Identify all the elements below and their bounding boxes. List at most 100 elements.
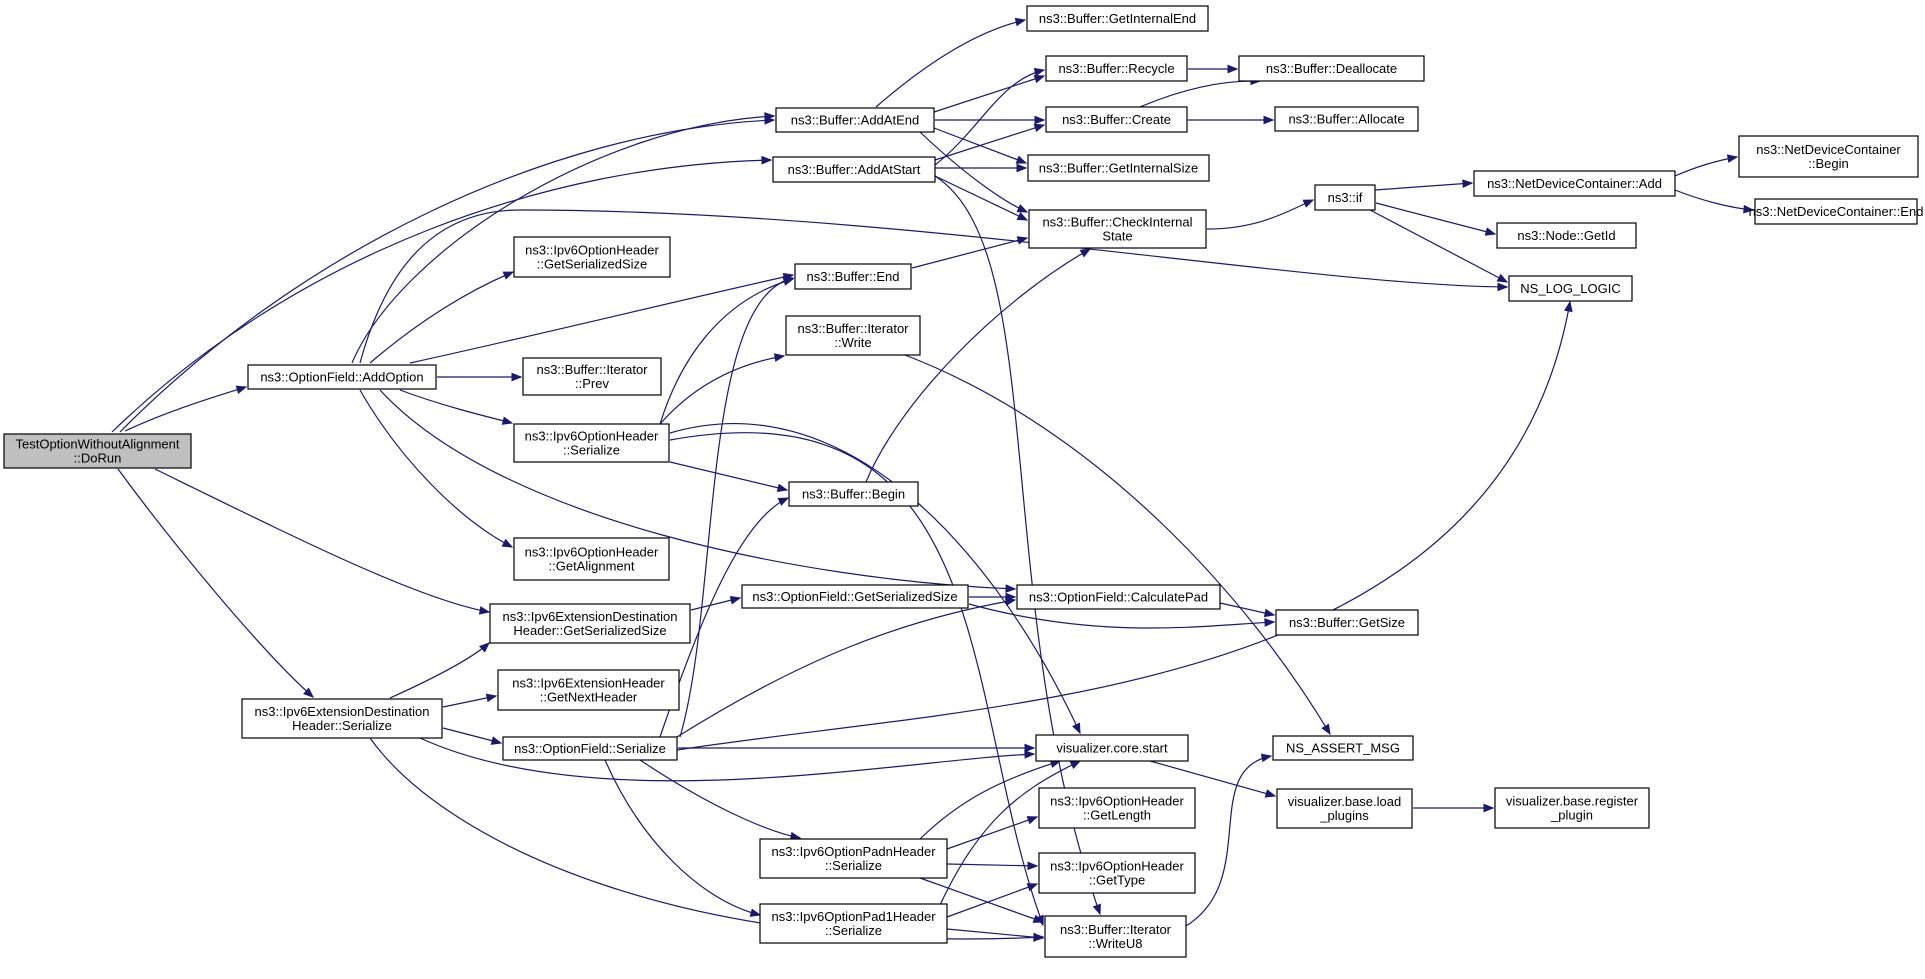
edge-arrowhead — [1079, 248, 1092, 258]
edge-line — [442, 727, 502, 744]
function-node-destSerialize[interactable]: ns3::Ipv6ExtensionDestinationHeader::Ser… — [241, 698, 443, 739]
function-node-logLogic[interactable]: NS_LOG_LOGIC — [1508, 275, 1633, 302]
node-label: ::Write — [834, 335, 871, 350]
edge-arrowhead — [511, 372, 523, 382]
edge-arrowhead — [1014, 17, 1027, 27]
edge-arrowhead — [303, 687, 315, 698]
function-node-ndcBegin[interactable]: ns3::NetDeviceContainer::Begin — [1738, 135, 1919, 178]
node-label: ::Serialize — [825, 858, 882, 873]
node-box — [1738, 135, 1919, 178]
function-node-optGetType[interactable]: ns3::Ipv6OptionHeader::GetType — [1038, 852, 1196, 894]
function-node-nsIf[interactable]: ns3::if — [1314, 184, 1376, 211]
function-node-addOption[interactable]: ns3::OptionField::AddOption — [247, 364, 437, 390]
node-box — [522, 357, 662, 396]
call-edge — [968, 603, 1276, 629]
function-node-optGetLength[interactable]: ns3::Ipv6OptionHeader::GetLength — [1038, 787, 1196, 829]
node-box — [1045, 106, 1188, 133]
call-edge — [419, 737, 1036, 782]
node-label: ns3::Ipv6ExtensionDestination — [503, 609, 678, 624]
function-node-alloc[interactable]: ns3::Buffer::Allocate — [1274, 106, 1419, 132]
edge-line — [1206, 199, 1314, 230]
node-label: visualizer.core.start — [1056, 741, 1168, 756]
function-node-bufGetSize[interactable]: ns3::Buffer::GetSize — [1275, 609, 1419, 636]
node-label: ns3::OptionField::Serialize — [514, 741, 666, 756]
node-label: ns3::Ipv6OptionHeader — [1050, 859, 1184, 874]
edge-arrowhead — [1496, 273, 1509, 283]
function-node-vcStart[interactable]: visualizer.core.start — [1035, 734, 1189, 762]
edge-arrowhead — [1726, 154, 1739, 163]
function-node-getInternalSize[interactable]: ns3::Buffer::GetInternalSize — [1027, 154, 1210, 182]
function-node-optGetSize[interactable]: ns3::Ipv6OptionHeader::GetSerializedSize — [513, 236, 671, 278]
node-label: ::GetType — [1089, 873, 1145, 888]
function-node-writeU8[interactable]: ns3::Buffer::Iterator::WriteU8 — [1044, 915, 1187, 958]
node-label: ns3::Buffer::Iterator — [536, 362, 648, 377]
call-edge — [1674, 189, 1755, 214]
call-edge — [359, 209, 1509, 364]
edge-line — [919, 131, 1028, 213]
node-label: ns3::Buffer::Allocate — [1288, 112, 1404, 127]
function-node-getInternalEnd[interactable]: ns3::Buffer::GetInternalEnd — [1026, 5, 1209, 32]
edge-line — [1374, 182, 1473, 191]
edge-line — [934, 175, 1101, 915]
call-edge — [639, 759, 802, 841]
function-node-registerPlugin[interactable]: visualizer.base.register_plugin — [1494, 787, 1650, 829]
call-edge — [442, 727, 503, 745]
edge-line — [119, 119, 775, 433]
call-edge — [919, 131, 1029, 213]
edge-line — [919, 877, 1044, 923]
call-edge — [911, 236, 1029, 269]
edge-arrowhead — [1034, 115, 1046, 125]
function-node-assertMsg[interactable]: NS_ASSERT_MSG — [1272, 735, 1414, 761]
function-node-create[interactable]: ns3::Buffer::Create — [1045, 106, 1188, 133]
edge-line — [669, 461, 788, 491]
function-node-pad1Serialize[interactable]: ns3::Ipv6OptionPad1Header::Serialize — [759, 903, 948, 944]
function-node-ndcAdd[interactable]: ns3::NetDeviceContainer::Add — [1473, 170, 1676, 197]
function-node-loadPlugins[interactable]: visualizer.base.load_plugins — [1276, 788, 1413, 829]
node-box — [1035, 734, 1189, 762]
function-node-calcPad[interactable]: ns3::OptionField::CalculatePad — [1016, 584, 1221, 610]
function-node-destGetSize[interactable]: ns3::Ipv6ExtensionDestinationHeader::Get… — [489, 603, 691, 644]
function-node-root[interactable]: TestOptionWithoutAlignment::DoRun — [3, 433, 192, 469]
function-node-dealloc[interactable]: ns3::Buffer::Deallocate — [1238, 55, 1425, 82]
call-edge — [399, 389, 514, 425]
edge-line — [351, 115, 775, 364]
node-box — [785, 315, 921, 356]
node-label: _plugins — [1319, 808, 1369, 823]
node-label: ns3::Buffer::End — [807, 269, 900, 284]
edge-arrowhead — [478, 606, 491, 615]
edge-line — [1139, 80, 1261, 108]
function-node-bufEnd[interactable]: ns3::Buffer::End — [794, 263, 912, 290]
node-label: ns3::if — [1328, 190, 1363, 205]
node-box — [1027, 154, 1210, 182]
function-node-iterPrev[interactable]: ns3::Buffer::Iterator::Prev — [522, 357, 662, 396]
function-node-ofSerialize[interactable]: ns3::OptionField::Serialize — [502, 736, 678, 761]
node-box — [513, 537, 670, 581]
call-edge — [669, 422, 1081, 735]
function-node-extGetNext[interactable]: ns3::Ipv6ExtensionHeader::GetNextHeader — [497, 669, 680, 711]
function-node-nodeGetId[interactable]: ns3::Node::GetId — [1496, 222, 1637, 249]
function-node-bufBegin[interactable]: ns3::Buffer::Begin — [788, 481, 919, 507]
node-box — [1045, 55, 1188, 82]
edge-line — [919, 760, 1061, 840]
function-node-ndcEnd[interactable]: ns3::NetDeviceContainer::End — [1749, 198, 1924, 225]
function-node-iterWrite[interactable]: ns3::Buffer::Iterator::Write — [785, 315, 921, 356]
node-label: ns3::Buffer::AddAtStart — [788, 162, 921, 177]
function-node-optSerialize[interactable]: ns3::Ipv6OptionHeader::Serialize — [513, 423, 670, 463]
call-edge — [934, 175, 1029, 221]
function-node-optGetAlign[interactable]: ns3::Ipv6OptionHeader::GetAlignment — [513, 537, 670, 581]
function-node-recycle[interactable]: ns3::Buffer::Recycle — [1045, 55, 1188, 82]
function-node-addAtEnd[interactable]: ns3::Buffer::AddAtEnd — [775, 107, 935, 133]
node-label: Header::GetSerializedSize — [513, 623, 666, 638]
node-label: ns3::OptionField::CalculatePad — [1029, 590, 1208, 605]
function-node-addAtStart[interactable]: ns3::Buffer::AddAtStart — [772, 156, 936, 183]
node-box — [1314, 184, 1376, 211]
call-edge — [409, 272, 795, 364]
call-edge — [946, 816, 1039, 850]
function-node-padnSerialize[interactable]: ns3::Ipv6OptionPadnHeader::Serialize — [759, 838, 948, 879]
call-edge — [442, 693, 498, 708]
function-node-ofGetSize[interactable]: ns3::OptionField::GetSerializedSize — [741, 584, 969, 609]
node-box — [1016, 584, 1221, 610]
call-edge — [1374, 179, 1474, 191]
